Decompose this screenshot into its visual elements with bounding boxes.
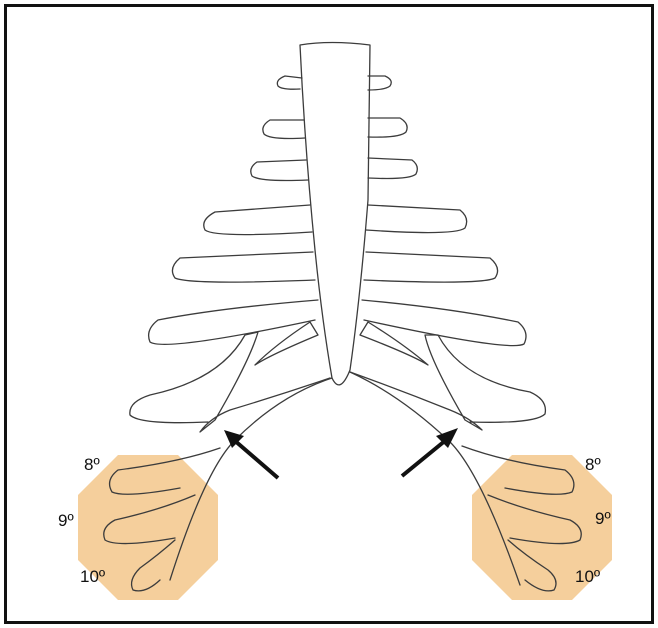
right-label-8: 8º: [585, 455, 601, 474]
left-costal-cartilage: [255, 322, 318, 365]
right-rib-3: [368, 158, 417, 179]
right-rib-1: [368, 76, 391, 90]
right-arrow: [402, 428, 458, 476]
left-label-8: 8º: [84, 455, 100, 474]
left-rib-5: [172, 252, 315, 282]
right-label-9: 9º: [595, 509, 611, 528]
sternum: [300, 43, 370, 385]
right-rib-2: [368, 118, 407, 137]
left-rib-6: [149, 300, 318, 344]
left-rib-2: [263, 120, 305, 139]
left-arrow: [224, 430, 278, 478]
left-rib-7: [130, 332, 330, 432]
right-rib-7: [350, 335, 545, 430]
right-rib-5: [364, 252, 498, 282]
right-rib-4: [366, 205, 467, 233]
left-rib-4: [204, 205, 312, 235]
left-rib-1: [277, 76, 302, 89]
left-label-10: 10º: [80, 567, 105, 586]
right-label-10: 10º: [575, 567, 600, 586]
left-rib-3: [251, 160, 308, 181]
left-label-9: 9º: [58, 511, 74, 530]
right-costal-cartilage: [360, 322, 428, 365]
right-rib-6: [362, 300, 526, 346]
